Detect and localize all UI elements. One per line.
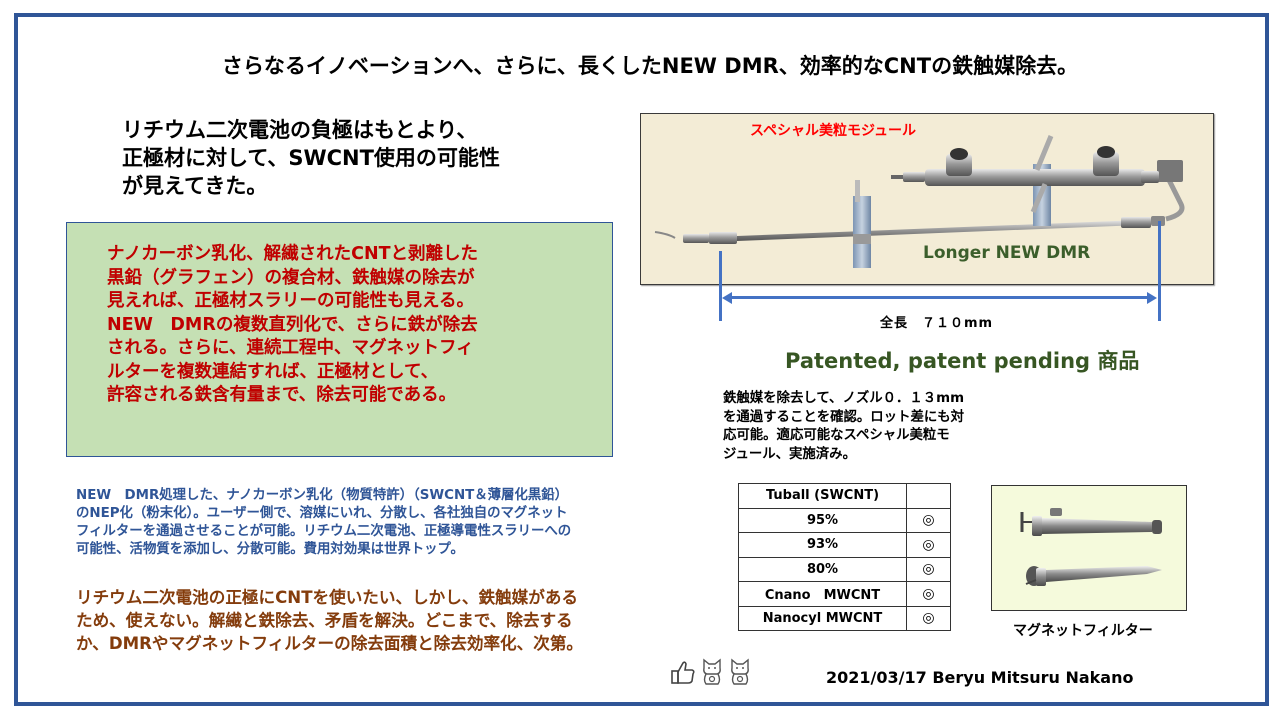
note-line: を通過することを確認。ロット差にも対 — [723, 409, 965, 425]
dmr-device-photo — [640, 113, 1214, 285]
cnt-name-cell: Tuball (SWCNT) — [738, 483, 907, 509]
slide-frame — [14, 13, 1269, 706]
table-row: 80% ◎ — [738, 556, 951, 582]
highlight-box — [66, 222, 613, 457]
lead-line: 正極材に対して、SWCNT使用の可能性 — [122, 146, 500, 170]
table-row: Tuball (SWCNT) — [738, 483, 951, 509]
nep-description: NEW DMR処理した、ナノカーボン乳化（物質特許）（SWCNT＆薄層化黒鉛） … — [76, 487, 686, 559]
table-row: 95% ◎ — [738, 507, 951, 533]
nep-line: 可能性、活物質を添加し、分散可能。費用対効果は世界トップ。 — [76, 542, 464, 557]
patent-label: Patented, patent pending 商品 — [785, 349, 1140, 373]
problem-line: か、DMRやマグネットフィルターの除去面積と除去効率化、次第。 — [76, 634, 584, 653]
lead-line: リチウム二次電池の負極はもとより、 — [122, 118, 478, 142]
device-name-label: Longer NEW DMR — [923, 243, 1091, 263]
problem-line: リチウム二次電池の正極にCNTを使いたい、しかし、鉄触媒がある — [76, 588, 579, 607]
lead-line: が見えてきた。 — [122, 174, 268, 198]
nep-line: NEW DMR処理した、ナノカーボン乳化（物質特許）（SWCNT＆薄層化黒鉛） — [76, 488, 569, 503]
footer-icons — [670, 658, 752, 686]
footer-credit: 2021/03/17 Beryu Mitsuru Nakano — [826, 668, 1134, 687]
slide-title: さらなるイノベーションへ、さらに、長くしたNEW DMR、効率的なCNTの鉄触媒… — [221, 54, 1079, 78]
highlight-line: 黒鉛（グラフェン）の複合材、鉄触媒の除去が — [107, 267, 475, 288]
highlight-line: 見えれば、正極材スラリーの可能性も見える。 — [107, 291, 474, 311]
cnt-compatibility-table: Tuball (SWCNT) 95% ◎ 93% ◎ 80% ◎ Cnano M… — [738, 483, 951, 631]
cnt-name-cell: 80% — [738, 556, 907, 582]
magnet-filter-illustration — [1020, 508, 1162, 586]
table-row: Nanocyl MWCNT ◎ — [738, 605, 951, 631]
highlight-line: ナノカーボン乳化、解繊されたCNTと剥離した — [107, 244, 479, 264]
dmr-device-illustration — [654, 135, 1185, 268]
highlight-line: される。さらに、連続工程中、マグネットフィ — [107, 338, 474, 358]
problem-statement: リチウム二次電池の正極にCNTを使いたい、しかし、鉄触媒がある ため、使えない。… — [76, 586, 686, 655]
note-line: 応可能。適応可能なスペシャル美粒モ — [723, 428, 950, 443]
cnt-mark-cell: ◎ — [906, 605, 951, 631]
nep-line: フィルターを通過させることが可能。リチウム二次電池、正極導電性スラリーへの — [76, 524, 572, 539]
cnt-mark-cell: ◎ — [906, 581, 951, 607]
table-row: 93% ◎ — [738, 532, 951, 558]
highlight-line: 許容される鉄含有量まで、除去可能である。 — [107, 385, 457, 405]
special-module-label: スペシャル美粒モジュール — [750, 123, 917, 139]
arrow-left-icon — [722, 291, 732, 304]
magnet-filter-photo — [991, 485, 1187, 611]
arrow-right-icon — [1147, 291, 1157, 304]
nep-line: のNEP化（粉末化）。ユーザー側で、溶媒にいれ、分散し、各社独自のマグネット — [76, 506, 568, 521]
note-line: ジュール、実施済み。 — [723, 446, 856, 462]
lucky-cat-icon — [703, 658, 721, 685]
problem-line: ため、使えない。解繊と鉄除去、矛盾を解決。どこまで、除去する — [76, 611, 573, 630]
cnt-mark-cell: ◎ — [906, 507, 951, 533]
lucky-cat-icon — [731, 658, 749, 685]
dimension-line — [728, 296, 1150, 299]
thumbs-up-icon — [671, 661, 695, 684]
cnt-name-cell: Nanocyl MWCNT — [738, 605, 907, 631]
nozzle-note: 鉄触媒を除去して、ノズル０．１３mm を通過することを確認。ロット差にも対 応可… — [723, 390, 1023, 464]
highlight-box-text: ナノカーボン乳化、解繊されたCNTと剥離した 黒鉛（グラフェン）の複合材、鉄触媒… — [107, 243, 577, 408]
highlight-line: NEW DMRの複数直列化で、さらに鉄が除去 — [107, 314, 478, 335]
lead-statement: リチウム二次電池の負極はもとより、 正極材に対して、SWCNT使用の可能性 が見… — [122, 116, 592, 200]
magnet-filter-label: マグネットフィルター — [1013, 623, 1153, 639]
highlight-line: ルターを複数連結すれば、正極材として、 — [107, 361, 439, 382]
cnt-mark-cell: ◎ — [906, 532, 951, 558]
dimension-line-left — [719, 251, 722, 321]
table-row: Cnano MWCNT ◎ — [738, 581, 951, 607]
cnt-mark-cell — [906, 483, 951, 509]
cnt-name-cell: Cnano MWCNT — [738, 581, 907, 607]
total-length-label: 全長 ７１０mm — [880, 316, 994, 331]
cnt-name-cell: 95% — [738, 507, 907, 533]
note-line: 鉄触媒を除去して、ノズル０．１３mm — [723, 391, 965, 406]
dimension-line-right — [1158, 221, 1161, 321]
cnt-name-cell: 93% — [738, 532, 907, 558]
cnt-mark-cell: ◎ — [906, 556, 951, 582]
